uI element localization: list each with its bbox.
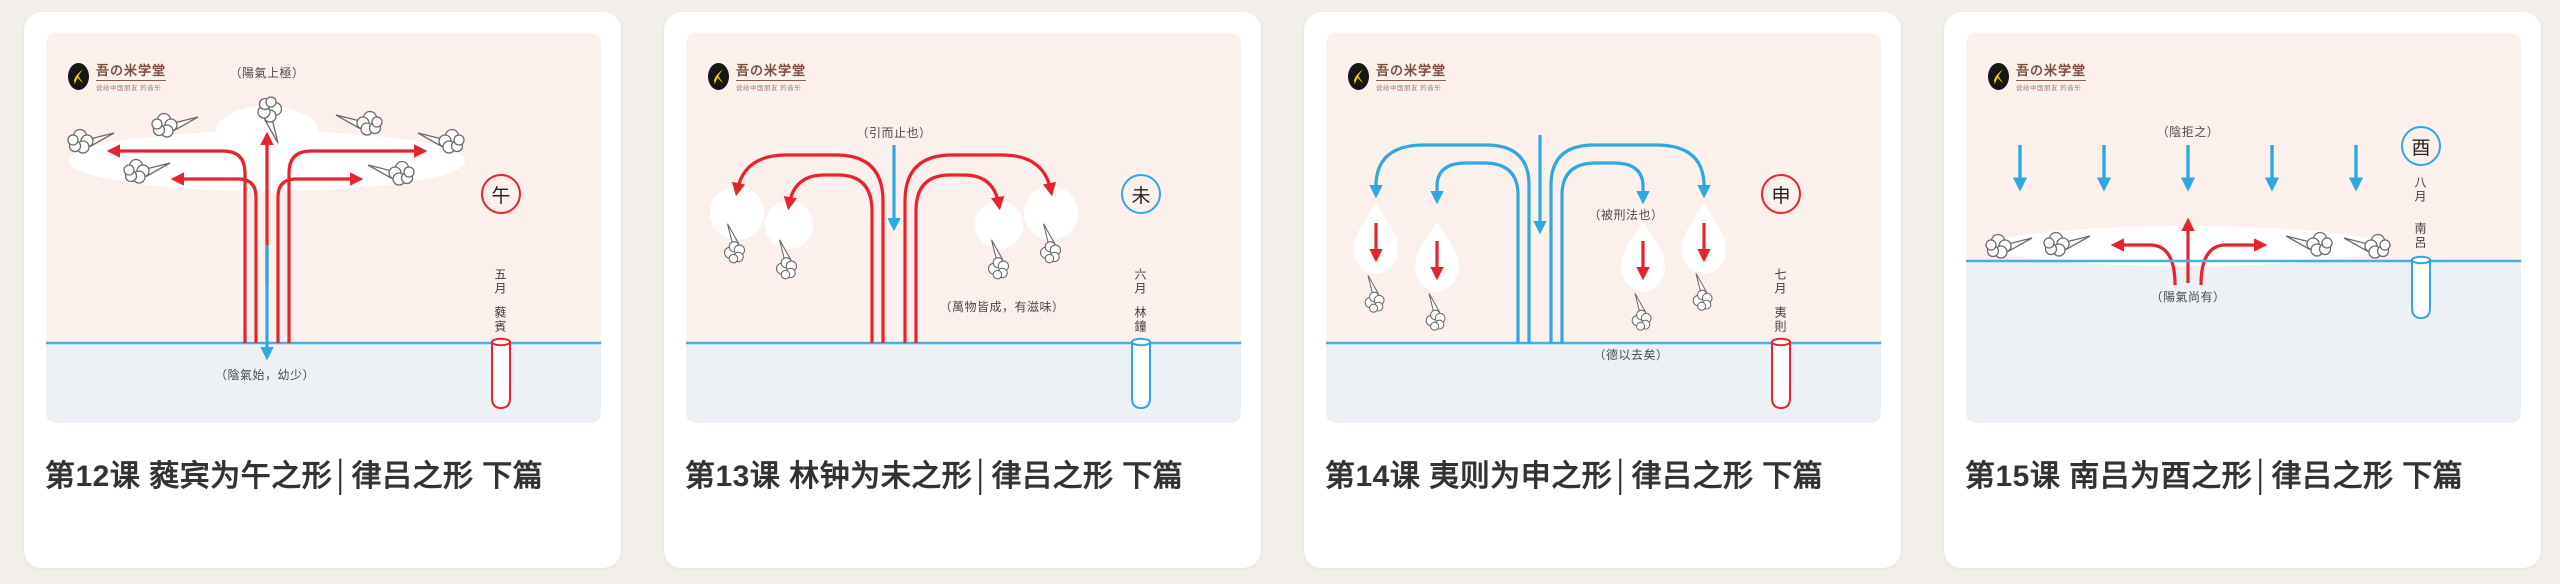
- brand-name: 吾の米学堂: [736, 63, 807, 81]
- brand-name: 吾の米学堂: [96, 63, 167, 81]
- diagram-panel: 吾の米学堂 说给中国朋友 的音乐 （陰拒之） （陽氣尚有） 酉 八月 南呂: [1966, 33, 2521, 423]
- brand-logo: 吾の米学堂 说给中国朋友 的音乐: [1988, 63, 2087, 92]
- earthly-branch-badge: 未: [1121, 174, 1161, 214]
- annotation-bottom: （陰氣始，幼少）: [214, 368, 316, 382]
- month-label: 五月: [493, 268, 507, 296]
- qi-flow-diagram: [1966, 145, 2521, 423]
- brand-tagline: 说给中国朋友 的音乐: [1376, 84, 1442, 92]
- brand-tagline: 说给中国朋友 的音乐: [96, 84, 162, 92]
- yin-drops: [1354, 203, 1726, 292]
- earthly-branch-char: 未: [1131, 185, 1151, 207]
- pitch-name-label: 蕤賓: [493, 306, 507, 334]
- card-title[interactable]: 第15课 南吕为酉之形│律吕之形 下篇: [1965, 460, 2464, 493]
- pitch-pipe: [491, 337, 511, 410]
- pitch-name-label: 夷則: [1773, 306, 1787, 334]
- pitch-name-label: 南呂: [2413, 222, 2427, 250]
- card-title[interactable]: 第14课 夷则为申之形│律吕之形 下篇: [1325, 460, 1824, 493]
- month-label: 七月: [1773, 268, 1787, 296]
- steam-clouds: [67, 96, 465, 186]
- brand-logo: 吾の米学堂 说给中国朋友 的音乐: [708, 63, 807, 92]
- qi-flow-diagram: [46, 96, 601, 423]
- earthly-branch-badge: 申: [1761, 174, 1801, 214]
- bird-logo-icon: [708, 63, 729, 90]
- qi-flow-diagram: [1326, 135, 1881, 423]
- lesson-card-13[interactable]: 吾の米学堂 说给中国朋友 的音乐 （引而止也） （萬物皆成，有滋味） 未 六月 …: [664, 12, 1261, 568]
- annotation-middle: （萬物皆成，有滋味）: [939, 300, 1065, 314]
- diagram-panel: 吾の米学堂 说给中国朋友 的音乐 （陽氣上極） （陰氣始，幼少） 午 五月 蕤賓: [46, 33, 601, 423]
- steam-clouds: [1985, 231, 2391, 259]
- earthly-branch-badge: 酉: [2401, 126, 2441, 166]
- card-title[interactable]: 第13课 林钟为未之形│律吕之形 下篇: [685, 460, 1184, 493]
- earthly-branch-char: 酉: [2411, 137, 2431, 159]
- qi-flow-diagram: [686, 145, 1241, 423]
- brand-logo: 吾の米学堂 说给中国朋友 的音乐: [1348, 63, 1447, 92]
- pitch-pipe: [2411, 255, 2431, 320]
- annotation-top: （陰拒之）: [2156, 125, 2220, 139]
- earthly-branch-char: 午: [491, 185, 511, 207]
- earthly-branch-char: 申: [1771, 185, 1791, 207]
- annotation-bottom: （陽氣尚有）: [2150, 290, 2226, 304]
- bird-logo-icon: [1988, 63, 2009, 90]
- bird-logo-icon: [68, 63, 89, 90]
- brand-name: 吾の米学堂: [2016, 63, 2087, 81]
- diagram-panel: 吾の米学堂 说给中国朋友 的音乐 （被刑法也） （德以去矣） 申 七月 夷則: [1326, 33, 1881, 423]
- card-title[interactable]: 第12课 蕤宾为午之形│律吕之形 下篇: [45, 460, 544, 493]
- brand-logo: 吾の米学堂 说给中国朋友 的音乐: [68, 63, 167, 92]
- annotation-middle: （被刑法也）: [1588, 208, 1664, 222]
- annotation-top: （引而止也）: [856, 126, 932, 140]
- bird-logo-icon: [1348, 63, 1369, 90]
- brand-tagline: 说给中国朋友 的音乐: [736, 84, 802, 92]
- brand-name: 吾の米学堂: [1376, 63, 1447, 81]
- pitch-pipe: [1131, 337, 1151, 410]
- brand-tagline: 说给中国朋友 的音乐: [2016, 84, 2082, 92]
- earthly-branch-badge: 午: [481, 174, 521, 214]
- annotation-top: （陽氣上極）: [229, 66, 305, 80]
- month-label: 六月: [1133, 268, 1147, 296]
- lesson-card-12[interactable]: 吾の米学堂 说给中国朋友 的音乐 （陽氣上極） （陰氣始，幼少） 午 五月 蕤賓…: [24, 12, 621, 568]
- pitch-name-label: 林鐘: [1133, 306, 1147, 334]
- steam-clouds: [1364, 273, 1713, 331]
- month-label: 八月: [2413, 176, 2427, 204]
- lesson-card-15[interactable]: 吾の米学堂 说给中国朋友 的音乐 （陰拒之） （陽氣尚有） 酉 八月 南呂 第1…: [1944, 12, 2541, 568]
- annotation-bottom: （德以去矣）: [1593, 348, 1669, 362]
- steam-clouds: [723, 223, 1062, 280]
- diagram-panel: 吾の米学堂 说给中国朋友 的音乐 （引而止也） （萬物皆成，有滋味） 未 六月 …: [686, 33, 1241, 423]
- lesson-card-14[interactable]: 吾の米学堂 说给中国朋友 的音乐 （被刑法也） （德以去矣） 申 七月 夷則 第…: [1304, 12, 1901, 568]
- pitch-pipe: [1771, 337, 1791, 410]
